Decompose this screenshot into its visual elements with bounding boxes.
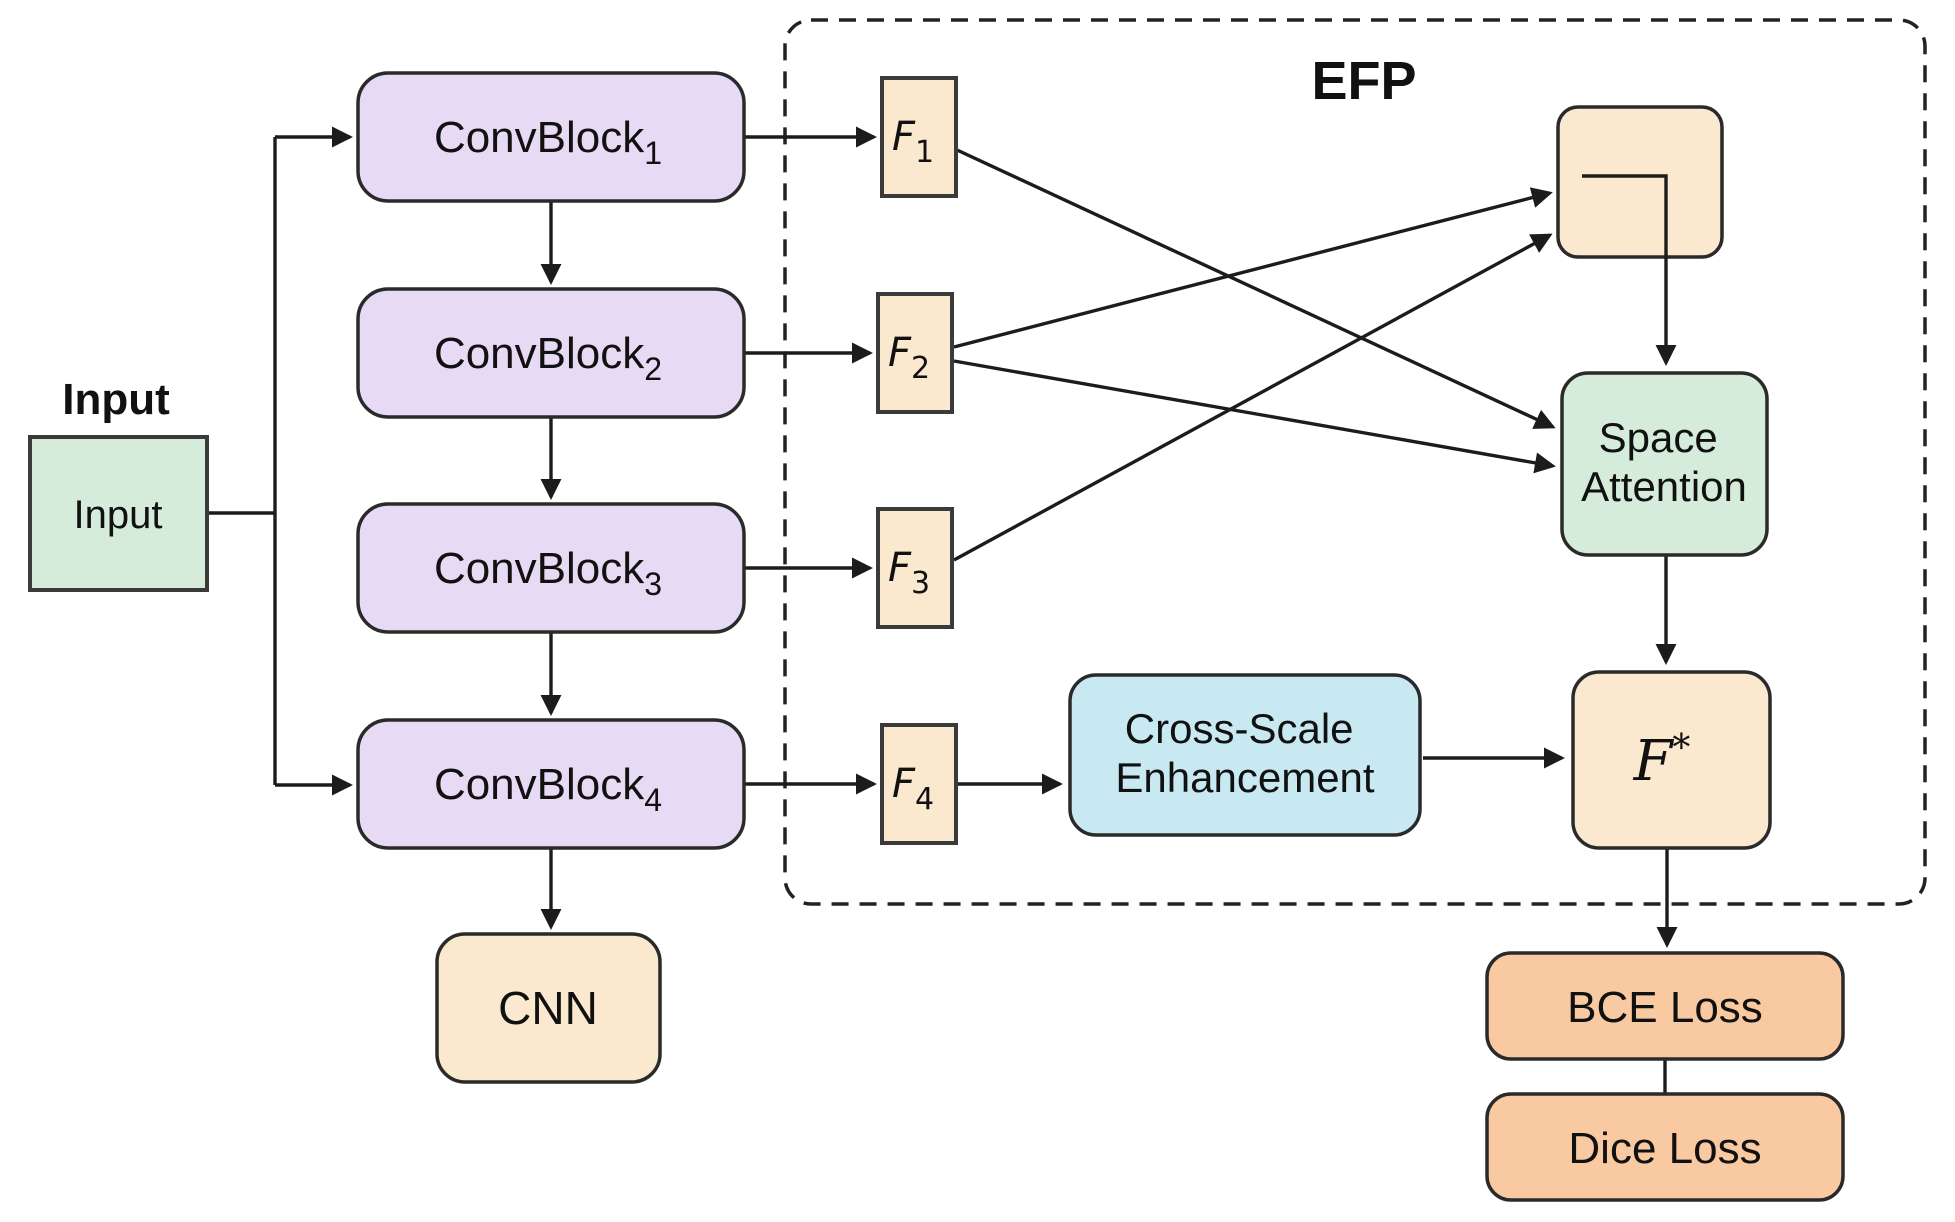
bce-loss-box — [1485, 951, 1845, 1061]
feature-f2-label: F2 — [888, 330, 930, 386]
space-attention-label: Space Attention — [1581, 414, 1747, 510]
convblock-1-box — [356, 71, 746, 203]
bce-loss-label: BCE Loss — [1567, 983, 1763, 1032]
convblock-2-label: ConvBlock2 — [434, 329, 662, 387]
fused-feature-label: F* — [1633, 728, 1691, 794]
arrow-f3-to-merge-box — [953, 233, 1553, 562]
cnn-box — [435, 932, 662, 1084]
fused-feature-box — [1571, 670, 1772, 850]
feature-f1-label: F1 — [892, 114, 934, 170]
convblock-1-label: ConvBlock1 — [434, 113, 662, 171]
space-attention-box — [1560, 371, 1769, 557]
merge-elbow-icon — [1582, 174, 1677, 366]
convblock-4-box — [356, 718, 746, 850]
arrow-f1-to-space-attention — [956, 148, 1556, 429]
convblock-4-label: ConvBlock4 — [434, 760, 662, 818]
feature-f3-box — [876, 507, 954, 629]
input-caption: Input — [62, 375, 170, 424]
feature-f3-label: F3 — [888, 545, 930, 601]
merge-box — [1556, 105, 1724, 259]
arrow-f2-to-space-attention — [953, 359, 1556, 474]
convblock-3-box — [356, 502, 746, 634]
feature-f4-box — [880, 723, 958, 845]
input-box-label: Input — [74, 493, 163, 537]
dice-loss-box — [1485, 1092, 1845, 1202]
cross-scale-box — [1068, 673, 1422, 837]
efp-region-border — [783, 18, 1927, 906]
feature-f4-label: F4 — [892, 761, 934, 817]
arrow-f2-to-merge-box — [953, 187, 1553, 349]
cross-scale-label: Cross-Scale Enhancement — [1115, 705, 1375, 801]
cnn-label: CNN — [498, 982, 598, 1034]
convblock-3-label: ConvBlock3 — [434, 544, 662, 602]
feature-f2-box — [876, 292, 954, 414]
input-box — [28, 435, 209, 592]
feature-f1-box — [880, 76, 958, 198]
efp-label: EFP — [1311, 51, 1416, 111]
convblock-2-box — [356, 287, 746, 419]
dice-loss-label: Dice Loss — [1568, 1124, 1761, 1173]
